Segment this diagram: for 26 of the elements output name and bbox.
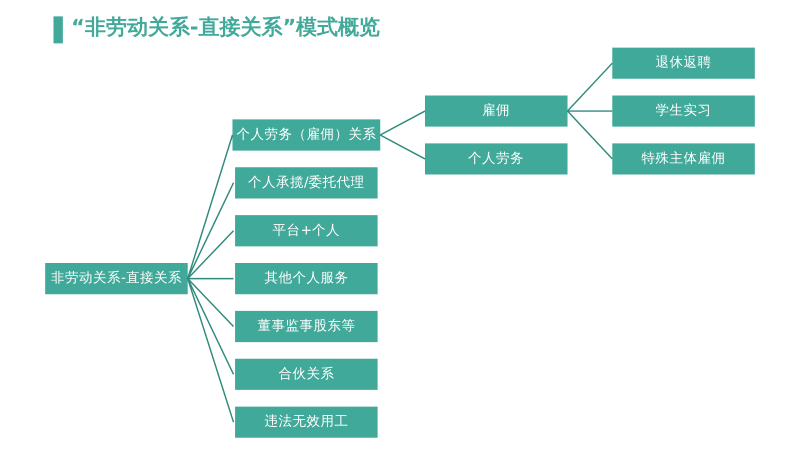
node-box: 非劳动关系-直接关系	[45, 262, 188, 294]
connector	[380, 134, 426, 160]
node-box: 个人承揽/委托代理	[235, 167, 378, 198]
connector	[187, 278, 234, 327]
node-box: 雇佣	[424, 95, 568, 127]
node-box: 违法无效用工	[235, 406, 378, 438]
diagram-title: “非劳动关系-直接关系”模式概览	[71, 15, 380, 40]
connector	[187, 182, 234, 279]
connector	[187, 278, 234, 375]
connector	[187, 230, 234, 280]
connector	[188, 278, 234, 280]
node-box: 个人劳务	[424, 143, 568, 175]
connector	[380, 110, 426, 136]
node-box: 学生实习	[612, 95, 755, 127]
connector	[187, 134, 234, 279]
connector	[568, 110, 612, 112]
node-box: 其他个人服务	[235, 262, 378, 294]
node-box: 特殊主体雇佣	[612, 143, 755, 175]
node-box: 平台+个人	[235, 215, 378, 246]
connector	[567, 110, 613, 160]
connector	[187, 278, 234, 422]
connector	[567, 62, 613, 112]
node-box: 合伙关系	[235, 358, 378, 390]
node-box: 退休返聘	[612, 48, 755, 79]
node-box: 董事监事股东等	[235, 310, 378, 342]
node-box: 个人劳务（雇佣）关系	[232, 119, 380, 151]
